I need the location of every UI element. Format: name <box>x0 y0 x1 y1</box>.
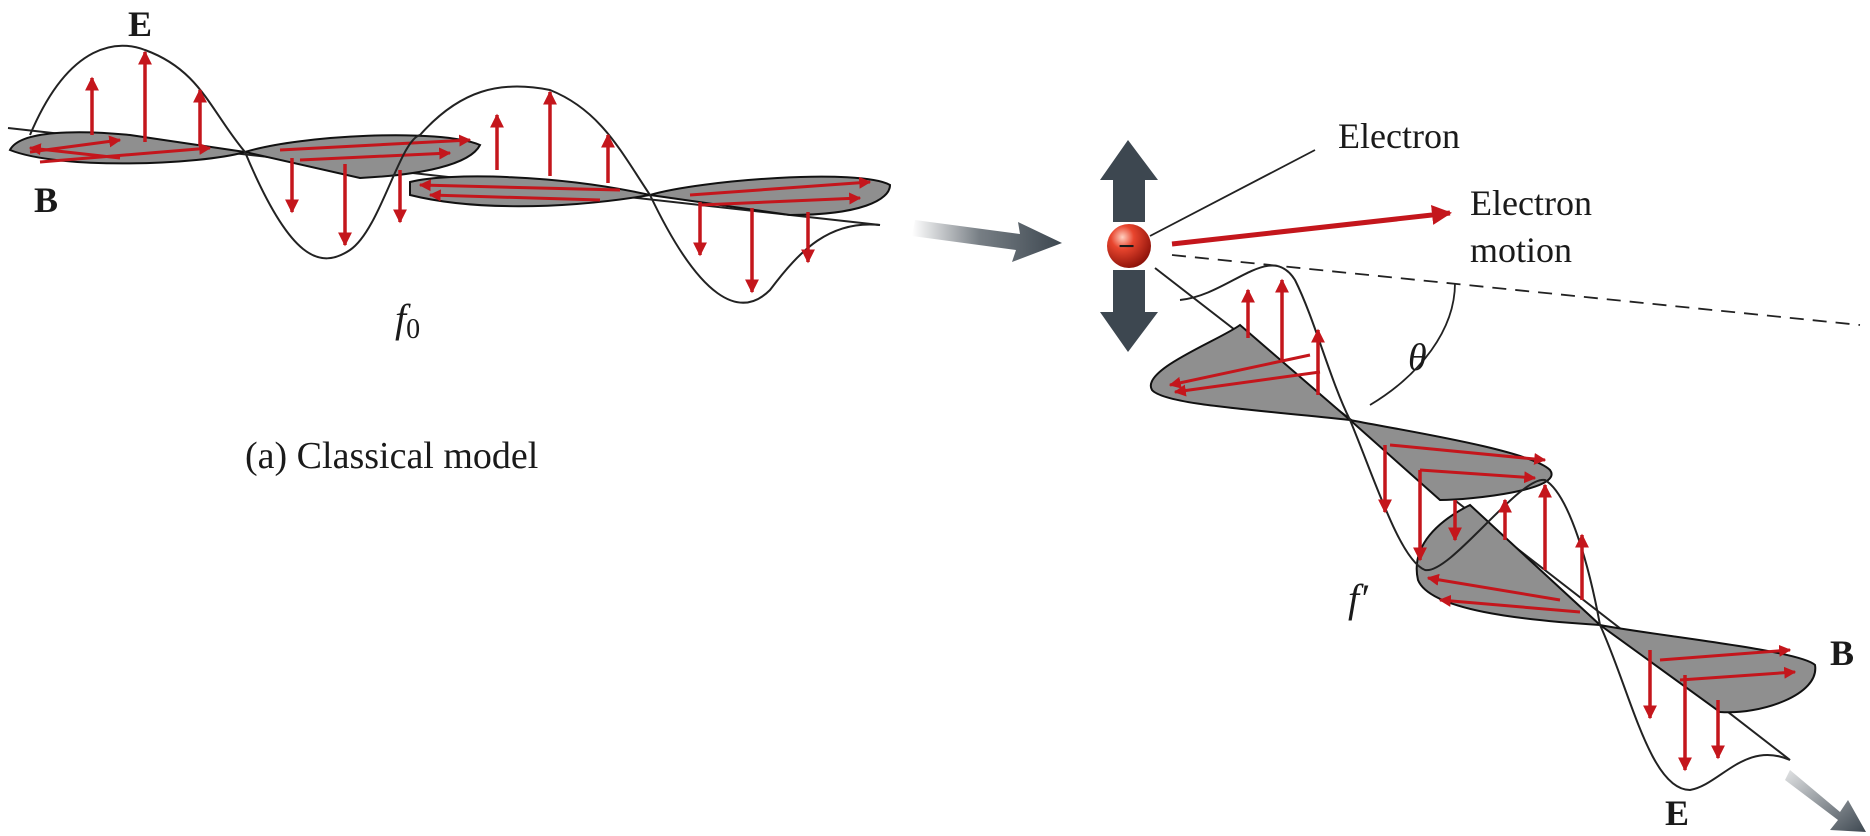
electron-label: Electron <box>1338 116 1460 156</box>
incident-b-arrows <box>28 134 872 207</box>
scattered-b-field <box>1149 323 1817 714</box>
electron-motion-label-line2: motion <box>1470 230 1572 270</box>
scatter-angle-arc <box>1369 282 1456 406</box>
incident-e-wave <box>29 44 881 304</box>
electron-motion-label-line1: Electron <box>1470 183 1592 223</box>
caption: (a) Classical model <box>245 435 538 477</box>
incident-e-label: E <box>128 4 152 44</box>
scattered-e-label: E <box>1665 793 1689 833</box>
scatter-angle-label: θ <box>1408 337 1427 379</box>
electron-leader-line <box>1149 149 1316 237</box>
scattered-b-arrows <box>1168 353 1797 682</box>
scattered-b-label: B <box>1830 633 1854 673</box>
incident-e-arrows <box>85 50 815 294</box>
scatter-arrow-icon <box>1785 770 1866 832</box>
scattered-e-wave <box>1179 264 1791 792</box>
reference-dashed-line <box>1171 254 1861 326</box>
incident-frequency-label: f0 <box>395 296 420 345</box>
scattered-frequency-label: f′ <box>1348 576 1369 621</box>
electron-motion-arrow <box>1171 205 1452 247</box>
incoming-arrow-icon <box>912 220 1062 262</box>
oscillation-arrows-icon <box>1100 140 1158 352</box>
incident-b-label: B <box>34 180 58 220</box>
electron: − <box>1100 140 1158 352</box>
scattered-e-arrows <box>1241 278 1725 772</box>
incident-wave: E B f0 <box>7 4 892 345</box>
scattered-wave: f′ B E <box>1149 264 1854 833</box>
electron-sign: − <box>1118 230 1135 263</box>
electron-ball-icon <box>1107 224 1151 268</box>
